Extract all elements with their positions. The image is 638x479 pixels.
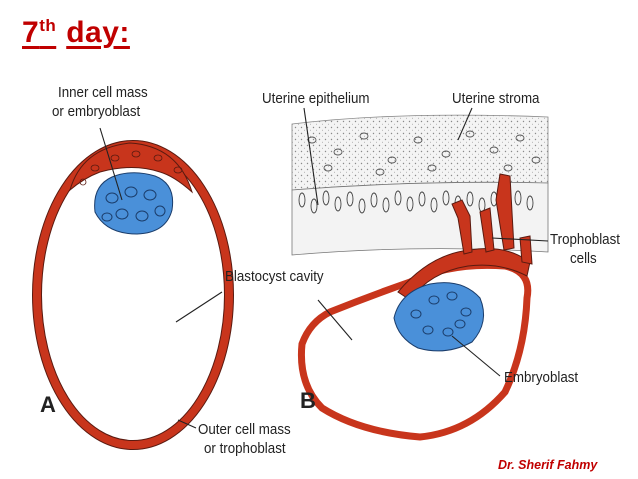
title-number: 7 bbox=[22, 16, 40, 49]
label-or-embryoblast: or embryoblast bbox=[52, 104, 141, 120]
label-trophoblast-cells: cells bbox=[570, 251, 597, 267]
leader-embryoblast bbox=[451, 335, 501, 377]
label-uterine-epithelium: Uterine epithelium bbox=[262, 91, 370, 107]
label-or-trophoblast: or trophoblast bbox=[204, 441, 286, 457]
leader-uterine-epithelium bbox=[303, 107, 319, 206]
panel-a-trophoblast-nuclei bbox=[79, 150, 183, 186]
leader-lines bbox=[99, 107, 549, 429]
leader-trophoblast bbox=[491, 237, 549, 242]
trophoblast-villi bbox=[451, 173, 533, 265]
leader-outer-cell-mass bbox=[177, 419, 197, 429]
label-trophoblast: Trophoblast bbox=[550, 232, 620, 248]
panel-b-blastocyst bbox=[297, 173, 533, 441]
panel-a-trophoblast-outline bbox=[32, 140, 234, 450]
panel-a-blastocyst bbox=[32, 140, 234, 450]
slide-title: 7th day: bbox=[22, 16, 130, 50]
leader-uterine-stroma bbox=[457, 107, 473, 141]
panel-a-embryoblast-nuclei bbox=[101, 186, 166, 222]
leader-blastocyst-cavity-b bbox=[317, 299, 353, 341]
label-blastocyst-cavity: Blastocyst cavity bbox=[225, 269, 324, 285]
label-inner-cell-mass: Inner cell mass bbox=[58, 85, 148, 101]
title-suffix: th bbox=[39, 16, 57, 35]
label-uterine-stroma: Uterine stroma bbox=[452, 91, 540, 107]
leader-inner-cell-mass bbox=[99, 127, 123, 201]
author-credit: Dr. Sherif Fahmy bbox=[498, 458, 598, 472]
panel-a-embryoblast bbox=[94, 172, 174, 235]
panel-label-b: B bbox=[300, 388, 316, 413]
panel-b-embryoblast bbox=[393, 282, 485, 352]
panel-b-uterine-tissue bbox=[291, 114, 549, 256]
panel-a-trophoblast-cap bbox=[69, 142, 193, 194]
panel-label-a: A bbox=[40, 392, 56, 417]
stroma-nuclei bbox=[307, 130, 541, 176]
leader-blastocyst-cavity bbox=[175, 291, 223, 323]
label-outer-cell-mass: Outer cell mass bbox=[198, 422, 291, 438]
title-day: day: bbox=[66, 16, 130, 49]
panel-b-embryoblast-nuclei bbox=[410, 291, 472, 337]
label-embryoblast: Embryoblast bbox=[504, 370, 579, 386]
